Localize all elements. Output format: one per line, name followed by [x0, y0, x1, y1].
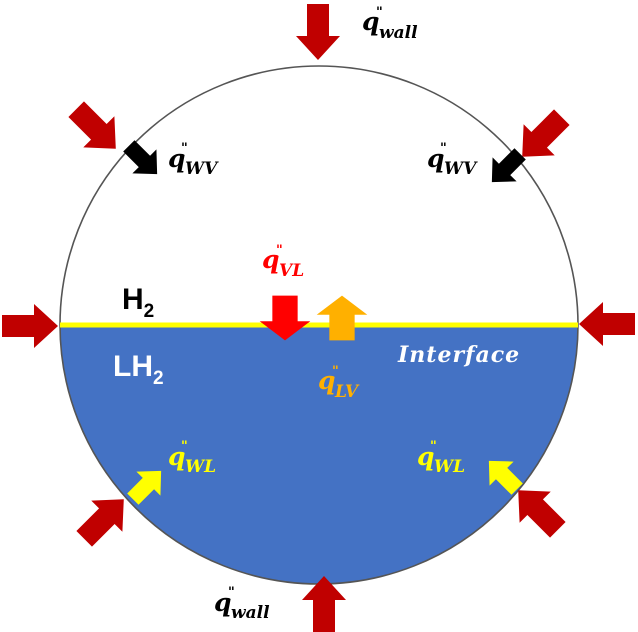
svg-text:WV: WV [185, 159, 219, 179]
svg-text:q: q [318, 366, 335, 395]
svg-text:": " [430, 439, 437, 454]
q-wall-top-label: q " wall [362, 5, 418, 43]
svg-text:WL: WL [434, 457, 465, 477]
vapor-phase-label: H2 [122, 283, 154, 322]
q-lv-label: q " LV [318, 364, 360, 402]
interface-label: Interface [397, 342, 520, 368]
q-wall-bottom-label: q " wall [214, 585, 270, 623]
q-wl-right-label: q " WL [417, 439, 465, 477]
liquid-region [60, 325, 578, 584]
svg-text:VL: VL [279, 261, 304, 281]
wall-heat-arrow-top-left-icon [60, 93, 132, 165]
liquid-phase-label: LH2 [113, 350, 164, 389]
wall-heat-arrow-right-icon [579, 302, 635, 346]
svg-text:q: q [262, 245, 279, 274]
svg-text:wall: wall [231, 603, 270, 623]
svg-text:": " [440, 141, 447, 156]
svg-text:q: q [427, 144, 444, 173]
svg-text:": " [276, 243, 283, 258]
wall-heat-arrow-top-icon [296, 4, 340, 60]
svg-text:WL: WL [185, 457, 216, 477]
svg-text:q: q [417, 442, 434, 471]
q-vl-label: q " VL [262, 243, 304, 281]
wall-heat-arrow-left-icon [2, 304, 58, 348]
svg-text:": " [376, 5, 383, 20]
svg-text:": " [332, 364, 339, 379]
svg-text:WV: WV [444, 159, 478, 179]
svg-text:LV: LV [334, 382, 360, 402]
svg-text:": " [181, 141, 188, 156]
svg-text:": " [228, 585, 235, 600]
wall-vapor-arrow-left-icon [116, 133, 170, 187]
q-wv-left-label: q " WV [168, 141, 219, 179]
svg-text:": " [181, 439, 188, 454]
q-wl-left-label: q " WL [168, 439, 216, 477]
svg-text:q: q [214, 588, 231, 617]
svg-text:q: q [168, 442, 185, 471]
q-wv-right-label: q " WV [427, 141, 478, 179]
svg-text:q: q [362, 7, 379, 36]
svg-text:q: q [168, 144, 185, 173]
svg-text:wall: wall [379, 23, 418, 43]
